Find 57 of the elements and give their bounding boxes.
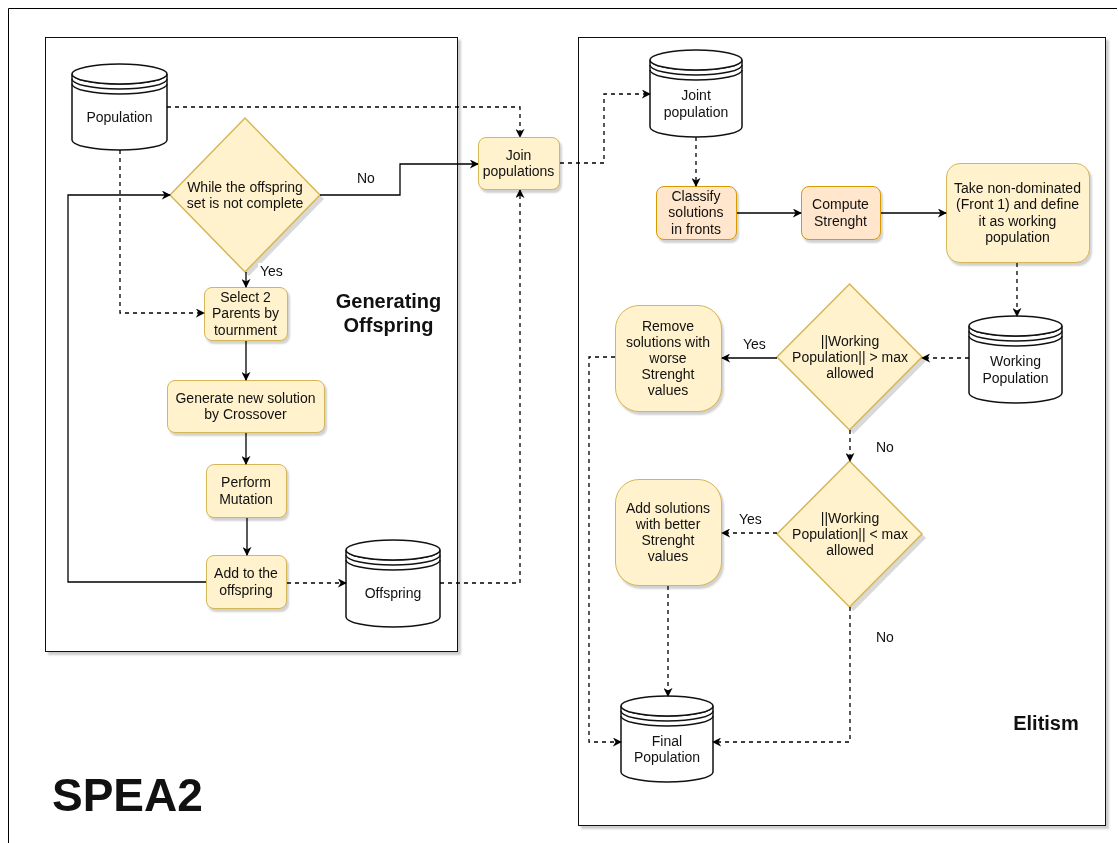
node-label: Classify solutions in fronts bbox=[667, 188, 725, 237]
connector-arrow bbox=[559, 89, 651, 164]
connector-arrow bbox=[242, 517, 252, 556]
node-label: Add to the offspring bbox=[213, 565, 279, 598]
process-box bbox=[204, 287, 288, 341]
process-box bbox=[167, 380, 325, 433]
connector-arrow bbox=[286, 578, 347, 588]
process-box bbox=[615, 479, 722, 586]
node-label: Generate new solution by Crossover bbox=[174, 389, 317, 423]
edge-label: Yes bbox=[737, 511, 764, 527]
process-box bbox=[206, 555, 287, 609]
connector-arrow bbox=[241, 340, 251, 381]
section-heading: Elitism bbox=[1013, 711, 1079, 735]
process-box bbox=[478, 137, 560, 190]
connector-arrow bbox=[588, 356, 622, 747]
node-label: Population bbox=[86, 108, 153, 126]
edge-label: No bbox=[874, 629, 896, 645]
node-label: Joint population bbox=[662, 87, 730, 120]
connector-arrow bbox=[241, 432, 251, 465]
connector-arrow bbox=[736, 208, 802, 218]
node-label: Add solutions with better Strenght values bbox=[624, 499, 712, 565]
node-label: Remove solutions with worse Strenght values bbox=[624, 317, 711, 399]
edge-label: Yes bbox=[741, 336, 768, 352]
edge-label: No bbox=[355, 170, 377, 186]
connector-arrow bbox=[67, 190, 207, 583]
process-box bbox=[801, 186, 881, 240]
node-label: Join populations bbox=[482, 146, 555, 180]
connector-arrow bbox=[119, 149, 205, 318]
section-panel bbox=[578, 37, 1106, 826]
connector-arrow bbox=[241, 271, 251, 288]
connector-arrow bbox=[439, 189, 525, 584]
connector-arrow bbox=[721, 528, 778, 538]
node-label: Compute Strenght bbox=[811, 196, 870, 229]
connector-arrow bbox=[880, 208, 947, 218]
section-panel bbox=[45, 37, 458, 652]
node-label: Working Population bbox=[981, 353, 1050, 386]
connector-arrow bbox=[166, 106, 525, 138]
connector-arrow bbox=[721, 353, 778, 363]
connector-arrow bbox=[319, 159, 479, 196]
process-box bbox=[656, 186, 737, 240]
process-box bbox=[206, 464, 287, 518]
node-label: Perform Mutation bbox=[218, 474, 274, 507]
edge-label: No bbox=[874, 439, 896, 455]
connector-arrow bbox=[663, 585, 673, 697]
connector-arrow bbox=[1012, 262, 1022, 317]
node-label: Select 2 Parents by tournment bbox=[211, 289, 280, 338]
connector-arrow bbox=[845, 429, 855, 462]
node-label: Final Population bbox=[632, 732, 702, 766]
diagram-title: SPEA2 bbox=[52, 772, 203, 818]
connector-arrow bbox=[712, 606, 851, 747]
node-label: Take non-dominated (Front 1) and define it as working population bbox=[953, 180, 1082, 245]
connector-arrow bbox=[921, 353, 970, 363]
connector-arrow bbox=[691, 136, 701, 187]
section-heading: Generating Offspring bbox=[334, 289, 443, 337]
node-label: Offspring bbox=[364, 585, 422, 602]
process-box bbox=[946, 163, 1090, 263]
process-box bbox=[615, 305, 722, 412]
